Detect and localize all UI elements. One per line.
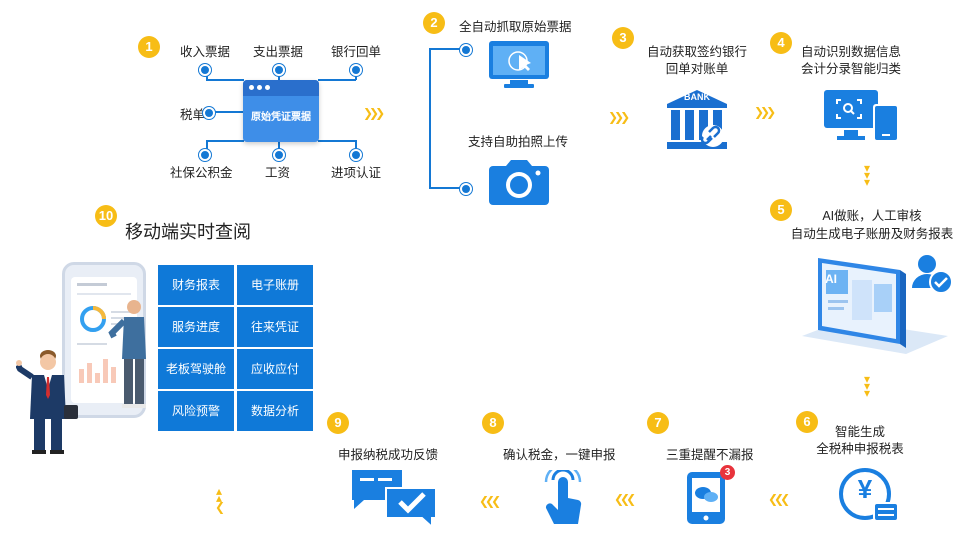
yen-symbol: ¥ [857, 474, 873, 504]
connector [206, 140, 244, 142]
photo-upload-label: 支持自助拍照上传 [468, 135, 569, 149]
step-4-line2: 会计分录智能归类 [800, 62, 901, 76]
step-3-line2: 回单对账单 [665, 62, 729, 76]
step-5-line2: 自动生成电子账册及财务报表 [790, 227, 954, 241]
tile-transaction-vouchers[interactable]: 往来凭证 [237, 307, 313, 347]
connector-dot [203, 107, 215, 119]
reminder-count-badge: 3 [720, 465, 735, 480]
flow-arrow-left: ❮❮❮ [768, 492, 790, 506]
tile-boss-cockpit[interactable]: 老板驾驶舱 [158, 349, 234, 389]
bank-slip-label: 银行回单 [331, 45, 382, 59]
step-4-badge: 4 [770, 32, 792, 54]
phone-reminder-icon [683, 466, 733, 526]
camera-icon [488, 158, 550, 206]
ai-word: AI [825, 272, 837, 286]
step-2-badge: 2 [423, 12, 445, 34]
source-document-window: 原始凭证票据 [243, 80, 319, 142]
connector [318, 140, 356, 142]
step-2-title: 全自动抓取原始票据 [459, 20, 572, 34]
tile-receivables-payables[interactable]: 应收应付 [237, 349, 313, 389]
connector [278, 140, 280, 154]
bank-icon [665, 88, 729, 152]
social-security-label: 社保公积金 [170, 166, 233, 180]
tap-hand-icon [538, 463, 588, 528]
flow-arrow-up: ❮ [215, 500, 225, 514]
connector [429, 48, 431, 188]
step-3-line1: 自动获取签约银行 [646, 45, 747, 59]
connector-dot [199, 64, 211, 76]
ai-accounting-illustration [796, 250, 954, 362]
window-titlebar [243, 80, 319, 96]
step-5-line1: AI做账，人工审核 [822, 209, 922, 223]
input-verification-label: 进项认证 [331, 166, 382, 180]
step-8-badge: 8 [482, 412, 504, 434]
flow-arrow-left: ❮❮❮ [479, 494, 501, 508]
step-7-badge: 7 [647, 412, 669, 434]
connector-dot [199, 149, 211, 161]
step-9-title: 申报纳税成功反馈 [338, 448, 439, 462]
connector-dot [273, 64, 285, 76]
expense-receipt-label: 支出票据 [253, 45, 304, 59]
businessman-figure [15, 345, 80, 457]
flow-arrow-down: ▾▾▾ [863, 372, 871, 400]
step-10-badge: 10 [95, 205, 117, 227]
step-6-line1: 智能生成 [834, 425, 885, 439]
salary-label: 工资 [265, 166, 291, 180]
step-3-badge: 3 [612, 27, 634, 49]
flow-arrow-down: ▾▾▾ [863, 161, 871, 189]
success-chat-icon [350, 466, 440, 530]
flow-arrow-right: ❯❯❯ [608, 110, 630, 124]
step-6-line2: 全税种申报税表 [816, 442, 904, 456]
flow-arrow-right: ❯❯❯ [754, 105, 776, 119]
step-6-badge: 6 [796, 411, 818, 433]
tile-risk-warning[interactable]: 风险预警 [158, 391, 234, 431]
tax-slip-label: 税单 [180, 108, 206, 122]
tile-financial-reports[interactable]: 财务报表 [158, 265, 234, 305]
connector [206, 140, 208, 154]
connector [206, 79, 244, 81]
step-10-title: 移动端实时查阅 [125, 222, 251, 242]
connector [429, 187, 464, 189]
tile-electronic-ledger[interactable]: 电子账册 [237, 265, 313, 305]
flow-arrow-left: ❮❮❮ [614, 492, 636, 506]
yen-tax-icon [838, 465, 900, 523]
connector [318, 79, 356, 81]
bank-word: BANK [684, 92, 710, 102]
connector-dot [460, 44, 472, 56]
window-title: 原始凭证票据 [251, 112, 311, 123]
flow-arrow-right: ❯❯❯ [363, 106, 385, 120]
connector-dot [350, 149, 362, 161]
connector [429, 48, 464, 50]
step-8-title: 确认税金，一键申报 [503, 448, 616, 462]
flow-arrow-up-stack: ▴▴ [215, 484, 223, 505]
connector [355, 140, 357, 154]
step-4-line1: 自动识别数据信息 [800, 45, 901, 59]
scan-devices-icon [823, 88, 901, 144]
worker-figure [104, 293, 154, 413]
step-1-badge: 1 [138, 36, 160, 58]
connector-dot [273, 149, 285, 161]
connector [210, 111, 244, 113]
monitor-touch-icon [488, 40, 550, 90]
tile-service-progress[interactable]: 服务进度 [158, 307, 234, 347]
step-9-badge: 9 [327, 412, 349, 434]
income-receipt-label: 收入票据 [180, 45, 231, 59]
step-7-title: 三重提醒不漏报 [666, 448, 754, 462]
connector-dot [350, 64, 362, 76]
tile-data-analysis[interactable]: 数据分析 [237, 391, 313, 431]
connector-dot [460, 183, 472, 195]
step-5-badge: 5 [770, 199, 792, 221]
